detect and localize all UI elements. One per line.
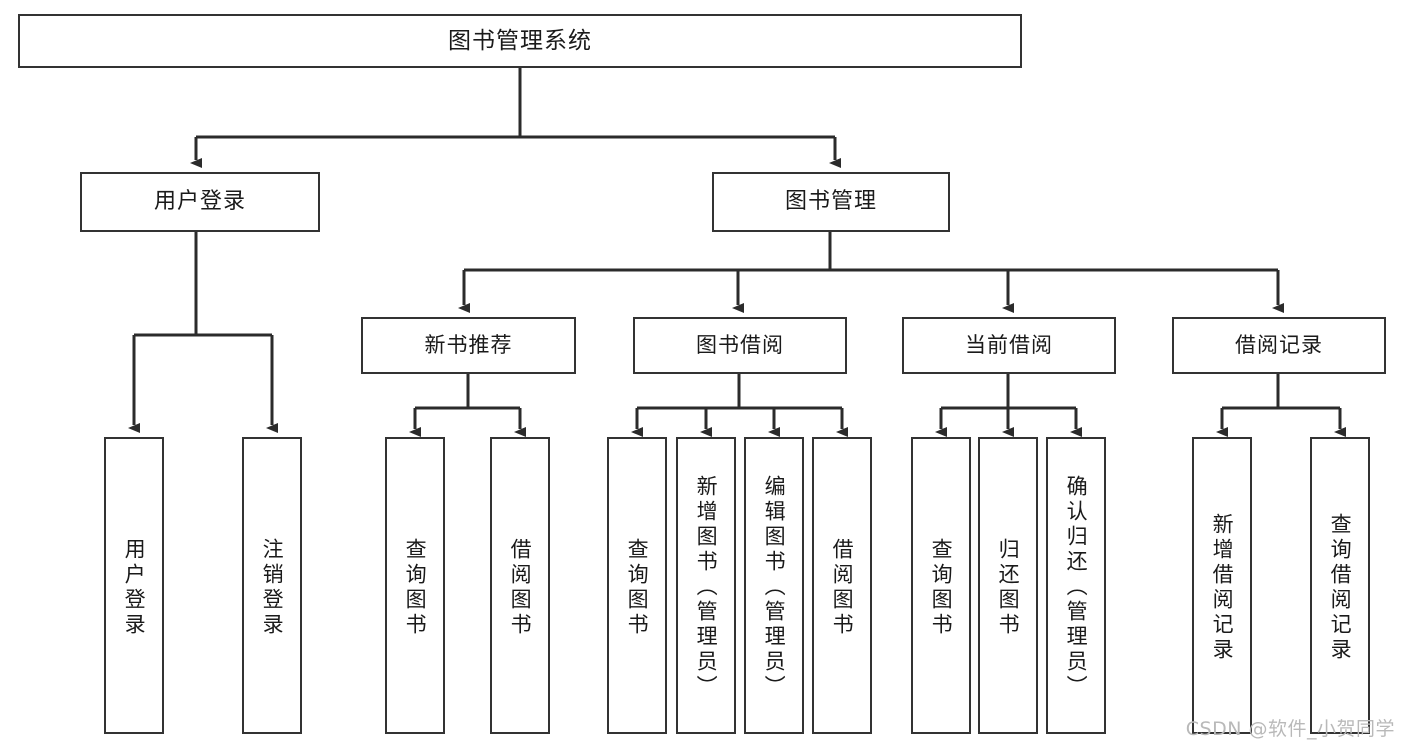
- node-label: 用户登录: [122, 537, 147, 638]
- node-label: 确认归还（管理员）: [1064, 475, 1089, 700]
- leaf-user-login-logout[interactable]: 注销登录: [242, 437, 302, 734]
- leaf-current-borrow-query[interactable]: 查询图书: [911, 437, 971, 734]
- node-label: 借阅图书: [508, 537, 533, 638]
- leaf-user-login-login[interactable]: 用户登录: [104, 437, 164, 734]
- leaf-book-borrow-borrow[interactable]: 借阅图书: [812, 437, 872, 734]
- leaf-borrow-record-add[interactable]: 新增借阅记录: [1192, 437, 1252, 734]
- leaf-current-borrow-confirm-return[interactable]: 确认归还（管理员）: [1046, 437, 1106, 734]
- node-borrow-record[interactable]: 借阅记录: [1172, 317, 1386, 374]
- node-current-borrow[interactable]: 当前借阅: [902, 317, 1116, 374]
- node-new-book-recommend[interactable]: 新书推荐: [361, 317, 576, 374]
- node-label: 新书推荐: [424, 333, 513, 358]
- leaf-new-book-query[interactable]: 查询图书: [385, 437, 445, 734]
- node-label: 新增图书（管理员）: [694, 475, 719, 700]
- leaf-book-borrow-edit[interactable]: 编辑图书（管理员）: [744, 437, 804, 734]
- node-label: 注销登录: [260, 537, 285, 638]
- node-user-login[interactable]: 用户登录: [80, 172, 320, 232]
- node-root-book-management-system[interactable]: 图书管理系统: [18, 14, 1022, 68]
- node-label: 查询图书: [929, 537, 954, 638]
- node-label: 图书管理: [784, 189, 877, 215]
- node-label: 图书管理系统: [448, 27, 592, 54]
- node-label: 查询图书: [625, 537, 650, 638]
- leaf-current-borrow-return[interactable]: 归还图书: [978, 437, 1038, 734]
- node-book-borrow[interactable]: 图书借阅: [633, 317, 847, 374]
- node-label: 当前借阅: [965, 333, 1053, 358]
- node-label: 归还图书: [996, 537, 1021, 638]
- node-book-management[interactable]: 图书管理: [712, 172, 950, 232]
- node-label: 用户登录: [153, 189, 246, 215]
- node-label: 查询图书: [403, 537, 428, 638]
- node-label: 图书借阅: [696, 333, 784, 358]
- node-label: 借阅图书: [830, 537, 855, 638]
- node-label: 新增借阅记录: [1210, 512, 1235, 663]
- node-label: 查询借阅记录: [1328, 512, 1353, 663]
- leaf-book-borrow-add[interactable]: 新增图书（管理员）: [676, 437, 736, 734]
- node-label: 编辑图书（管理员）: [762, 475, 787, 700]
- leaf-new-book-borrow[interactable]: 借阅图书: [490, 437, 550, 734]
- node-label: 借阅记录: [1235, 333, 1323, 358]
- leaf-borrow-record-query[interactable]: 查询借阅记录: [1310, 437, 1370, 734]
- leaf-book-borrow-query[interactable]: 查询图书: [607, 437, 667, 734]
